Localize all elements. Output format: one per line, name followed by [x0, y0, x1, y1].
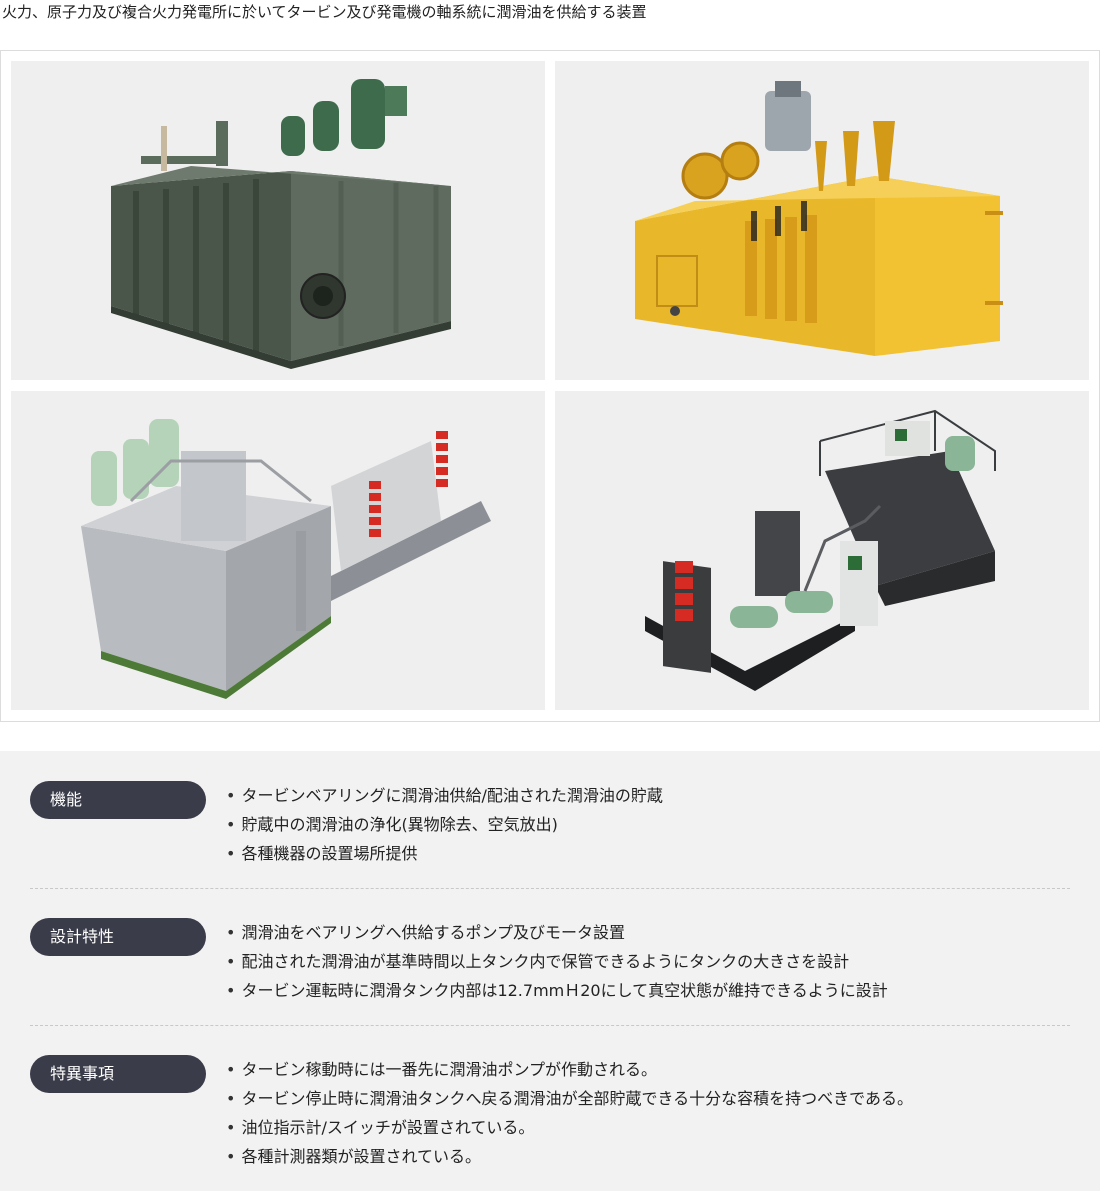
list-item: 貯蔵中の潤滑油の浄化(異物除去、空気放出)	[226, 810, 663, 839]
photo-black-skid-unit	[555, 391, 1089, 710]
black-skid-illustration	[645, 409, 996, 691]
photo-green-tank-unit	[11, 61, 545, 380]
list-item: タービンベアリングに潤滑油供給/配油された潤滑油の貯蔵	[226, 781, 662, 810]
list-item: タービン停止時に潤滑油タンクへ戻る潤滑油が全部貯蔵できる十分な容積を持つべきであ…	[226, 1084, 913, 1113]
photo-yellow-tank-unit	[555, 61, 1089, 380]
section-divider	[30, 888, 1070, 889]
green-tank-illustration	[111, 79, 451, 369]
section-label-notes: 特異事項	[30, 1055, 206, 1093]
section-divider	[30, 1025, 1070, 1026]
design-list: 潤滑油をベアリングへ供給するポンプ及びモータ設置 配油された潤滑油が基準時間以上…	[226, 918, 888, 1005]
list-item: 各種計測器類が設置されている。	[226, 1142, 913, 1171]
list-item: 配油された潤滑油が基準時間以上タンク内で保管できるようにタンクの大きさを設計	[226, 947, 888, 976]
list-item: 各種機器の設置場所提供	[226, 839, 663, 868]
section-label-design: 設計特性	[30, 918, 206, 956]
list-item: タービン運転時に潤滑タンク内部は12.7mmＨ20にして真空状態が維持できるよう…	[226, 976, 887, 1005]
section-label-function: 機能	[30, 781, 206, 819]
grey-skid-illustration	[81, 419, 491, 699]
yellow-tank-illustration	[635, 81, 1003, 356]
product-gallery	[0, 50, 1100, 722]
function-list: タービンベアリングに潤滑油供給/配油された潤滑油の貯蔵 貯蔵中の潤滑油の浄化(異…	[226, 781, 663, 868]
photo-grey-skid-unit	[11, 391, 545, 710]
list-item: 潤滑油をベアリングへ供給するポンプ及びモータ設置	[226, 918, 888, 947]
list-item: 油位指示計/スイッチが設置されている。	[226, 1113, 913, 1142]
intro-text: 火力、原子力及び複合火力発電所に於いてタービン及び発電機の軸系統に潤滑油を供給す…	[2, 3, 647, 21]
spec-panel: 機能 タービンベアリングに潤滑油供給/配油された潤滑油の貯蔵 貯蔵中の潤滑油の浄…	[0, 751, 1100, 1191]
list-item: タービン稼動時には一番先に潤滑油ポンプが作動される。	[226, 1055, 913, 1084]
notes-list: タービン稼動時には一番先に潤滑油ポンプが作動される。 タービン停止時に潤滑油タン…	[226, 1055, 913, 1171]
